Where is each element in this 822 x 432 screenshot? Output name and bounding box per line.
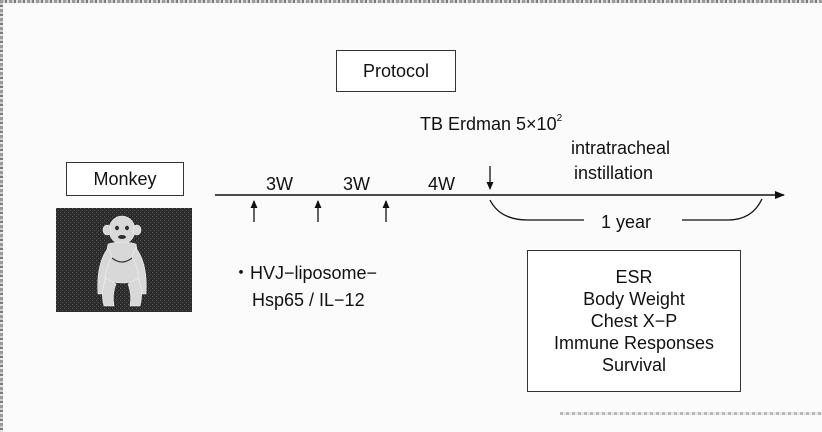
endpoint-item: Immune Responses bbox=[553, 333, 715, 353]
interval-label-2: 3W bbox=[343, 174, 370, 194]
endpoint-item: ESR bbox=[615, 267, 653, 287]
challenge-route-line2: instillation bbox=[574, 163, 654, 183]
monkey-photo bbox=[56, 208, 192, 312]
endpoint-item: Body Weight bbox=[583, 289, 685, 309]
interval-label-3: 4W bbox=[428, 174, 455, 194]
vaccine-label-line2: Hsp65 / IL−12 bbox=[252, 290, 365, 310]
interval-label-1: 3W bbox=[266, 174, 293, 194]
scan-border-left bbox=[0, 0, 3, 432]
endpoint-item: Survival bbox=[601, 355, 667, 375]
challenge-route-line1: intratracheal bbox=[571, 138, 671, 158]
vaccine-label-line1: ・HVJ−liposome− bbox=[232, 263, 378, 283]
monkey-figure bbox=[97, 215, 147, 307]
scan-border-bottom bbox=[560, 412, 822, 415]
subject-label-box: Monkey bbox=[66, 162, 184, 196]
protocol-title-box: Protocol bbox=[336, 50, 456, 92]
endpoints-box: ESR Body Weight Chest X−P Immune Respons… bbox=[527, 250, 741, 392]
protocol-title: Protocol bbox=[362, 60, 430, 81]
subject-label: Monkey bbox=[93, 168, 157, 189]
scan-border-top bbox=[0, 0, 822, 3]
endpoint-item: Chest X−P bbox=[590, 311, 678, 331]
monkey-face-details bbox=[111, 225, 133, 263]
period-bracket-right bbox=[682, 198, 763, 221]
challenge-strain-label: TB Erdman 5×102 bbox=[420, 113, 563, 134]
observation-period-label: 1 year bbox=[601, 212, 652, 232]
period-bracket-left bbox=[489, 199, 584, 221]
